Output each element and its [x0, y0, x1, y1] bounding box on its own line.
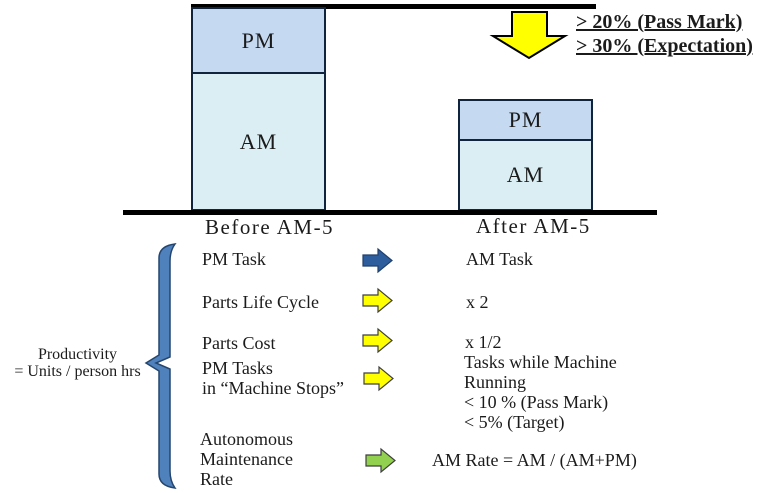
row4-right-line3: < 10 % (Pass Mark): [464, 392, 609, 412]
before-pm-segment: PM: [191, 7, 326, 74]
row5-left-line1: Autonomous: [200, 429, 294, 449]
row5-right: AM Rate = AM / (AM+PM): [432, 450, 637, 470]
row1-left: PM Task: [202, 249, 266, 269]
row5-left: Autonomous Maintenance Rate: [200, 429, 293, 489]
after-am-segment: AM: [458, 139, 593, 211]
before-am-label: AM: [239, 128, 278, 154]
right-arrow-green-icon: [365, 447, 396, 474]
row2-left: Parts Life Cycle: [202, 292, 319, 312]
baseline: [123, 210, 657, 215]
right-arrow-yellow-icon: [362, 327, 393, 354]
reference-line: [191, 4, 596, 9]
row4-left-line1: PM Tasks: [202, 358, 273, 378]
before-pm-label: PM: [241, 27, 276, 53]
right-arrow-yellow-icon: [363, 365, 394, 392]
after-pm-segment: PM: [458, 99, 593, 141]
goal-pass-mark: > 20% (Pass Mark): [576, 11, 743, 33]
before-axis-label: Before AM-5: [205, 215, 335, 239]
before-am-segment: AM: [191, 72, 326, 211]
productivity-label: Productivity = Units / person hrs: [5, 346, 150, 380]
row4-left: PM Tasks in “Machine Stops”: [202, 358, 344, 398]
row5-left-line3: Rate: [200, 469, 233, 489]
row2-right: x 2: [466, 292, 489, 312]
row4-right-line4: < 5% (Target): [464, 412, 565, 432]
goal-text: > 20% (Pass Mark) > 30% (Expectation): [576, 11, 753, 58]
down-arrow-icon: [489, 11, 569, 60]
row4-right-line2: Running: [464, 372, 527, 392]
row4-right-line1: Tasks while Machine: [464, 352, 617, 372]
row1-right: AM Task: [466, 249, 533, 269]
right-arrow-yellow-icon: [362, 287, 393, 314]
row3-right: x 1/2: [465, 332, 502, 352]
right-arrow-blue-icon: [362, 247, 393, 274]
row4-left-line2: in “Machine Stops”: [202, 378, 344, 398]
after-pm-label: PM: [508, 107, 543, 132]
goal-expectation: > 30% (Expectation): [576, 34, 753, 57]
row3-left: Parts Cost: [202, 333, 276, 353]
productivity-line2: = Units / person hrs: [14, 363, 141, 380]
row5-left-line2: Maintenance: [200, 449, 293, 469]
after-axis-label: After AM-5: [476, 214, 591, 238]
productivity-brace: [144, 243, 177, 489]
after-am-label: AM: [506, 162, 545, 187]
productivity-line1: Productivity: [37, 346, 118, 363]
row4-right: Tasks while Machine Running < 10 % (Pass…: [464, 352, 617, 432]
